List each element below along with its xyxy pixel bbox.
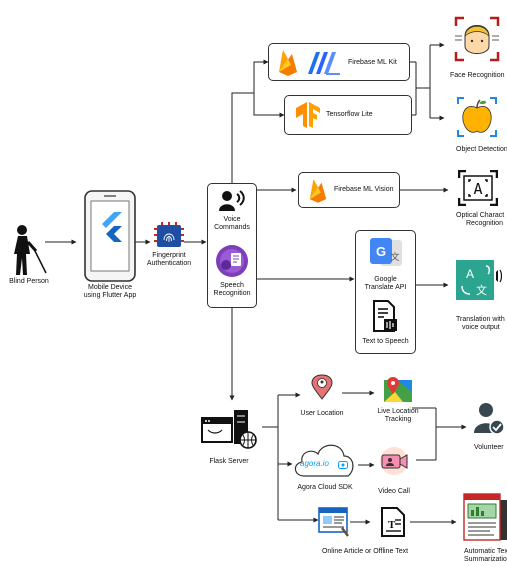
- translation-icon: A 文: [456, 260, 502, 300]
- location-pin-icon: [311, 374, 333, 400]
- blind-person-node: Blind Person: [6, 224, 52, 286]
- ocr-label-2: Recognition: [466, 220, 503, 227]
- user-location-label: User Location: [300, 410, 344, 417]
- ocr-label-1: Optical Charact: [456, 212, 505, 219]
- svg-text:文: 文: [476, 283, 487, 297]
- live-location-label-1: Live Location: [377, 408, 419, 415]
- object-detection-node: Object Detection: [444, 96, 507, 158]
- firebase-icon: [279, 50, 297, 76]
- summarization-label-1: Automatic Tex: [464, 548, 507, 555]
- tensorflow-icon: [296, 102, 320, 128]
- map-icon: [384, 377, 412, 402]
- fingerprint-label-1: Fingerprint: [152, 252, 186, 259]
- blind-person-label: Blind Person: [9, 278, 49, 285]
- agora-sdk-label: Agora Cloud SDK: [297, 484, 353, 491]
- svg-text:A: A: [466, 267, 474, 281]
- voice-command-icon: [219, 190, 245, 211]
- translation-label-1: Translation with: [456, 316, 505, 323]
- flask-server-icon: [201, 410, 257, 449]
- video-call-node: Video Call: [372, 446, 416, 498]
- firebase-ml-kit-label: Firebase ML Kit: [348, 59, 397, 66]
- agora-logo-text: agora.io: [300, 459, 329, 468]
- article-icon: [318, 507, 349, 537]
- flask-server-label: Flask Server: [209, 458, 249, 465]
- translation-label-2: voice output: [462, 324, 500, 331]
- summarization-node: Automatic Tex Summarization: [456, 492, 507, 567]
- speech-recognition-label-2: Recognition: [213, 290, 251, 297]
- face-recognition-label: Face Recognition: [450, 72, 505, 79]
- tensorflow-lite-label: Tensorflow Lite: [326, 111, 373, 118]
- live-location-node: Live Location Tracking: [372, 374, 424, 430]
- mobile-device-node: Mobile Device using Flutter App: [76, 190, 144, 299]
- fingerprint-label-2: Authentication: [146, 260, 192, 267]
- firebase-icon-vision: [309, 179, 327, 203]
- svg-text:T: T: [388, 519, 396, 531]
- online-article-label: Online Article or Offline Text: [321, 548, 409, 555]
- face-recognition-icon: [454, 16, 500, 62]
- voice-commands-node: Voice Commands: [207, 186, 257, 238]
- volunteer-node: Volunteer: [466, 402, 507, 452]
- speech-recognition-icon: [216, 245, 248, 277]
- translation-node: A 文 Translation with voice output: [448, 258, 507, 336]
- speech-recognition-node: Speech Recognition: [207, 244, 257, 304]
- ml-kit-icon: [308, 52, 340, 75]
- video-call-icon: [380, 447, 408, 475]
- summarization-icon: [463, 493, 507, 541]
- volunteer-label: Volunteer: [474, 444, 504, 451]
- video-call-label: Video Call: [378, 488, 410, 495]
- agora-badge-icon: [338, 461, 348, 469]
- svg-text:G: G: [376, 244, 386, 259]
- text-document-icon: T: [381, 507, 405, 537]
- svg-text:A: A: [473, 180, 482, 198]
- voice-commands-label-2: Commands: [214, 224, 250, 231]
- text-to-speech-icon: [373, 300, 397, 332]
- google-translate-label-2: Translate API: [364, 284, 407, 291]
- agora-node: agora.io Agora Cloud SDK: [290, 440, 360, 496]
- face-recognition-node: Face Recognition: [444, 16, 507, 84]
- live-location-label-2: Tracking: [384, 416, 412, 423]
- flask-server-node: Flask Server: [196, 404, 262, 470]
- voice-commands-label-1: Voice: [223, 216, 241, 223]
- summarization-label-2: Summarization: [464, 556, 507, 563]
- fingerprint-node: Fingerprint Authentication: [140, 222, 198, 274]
- ocr-icon: A: [458, 170, 498, 206]
- google-translate-label-1: Google: [374, 276, 397, 283]
- firebase-ml-vision-label: Firebase ML Vision: [334, 186, 394, 193]
- svg-text:文: 文: [390, 251, 399, 263]
- object-detection-icon: [457, 97, 497, 137]
- speech-recognition-label-1: Speech: [220, 282, 244, 289]
- mobile-device-label-2: using Flutter App: [83, 292, 137, 299]
- google-translate-icon: G 文: [370, 238, 402, 266]
- mobile-device-label-1: Mobile Device: [88, 284, 132, 291]
- object-detection-label: Object Detection: [456, 146, 507, 153]
- mobile-phone-icon: [84, 190, 136, 282]
- ocr-node: A Optical Charact Recognition: [448, 170, 507, 236]
- agora-cloud-icon: [294, 444, 354, 477]
- volunteer-icon: [474, 403, 504, 434]
- fingerprint-icon: [154, 222, 184, 247]
- blind-person-icon: [14, 225, 47, 275]
- user-location-node: User Location: [296, 374, 348, 422]
- text-to-speech-label: Text to Speech: [362, 338, 409, 345]
